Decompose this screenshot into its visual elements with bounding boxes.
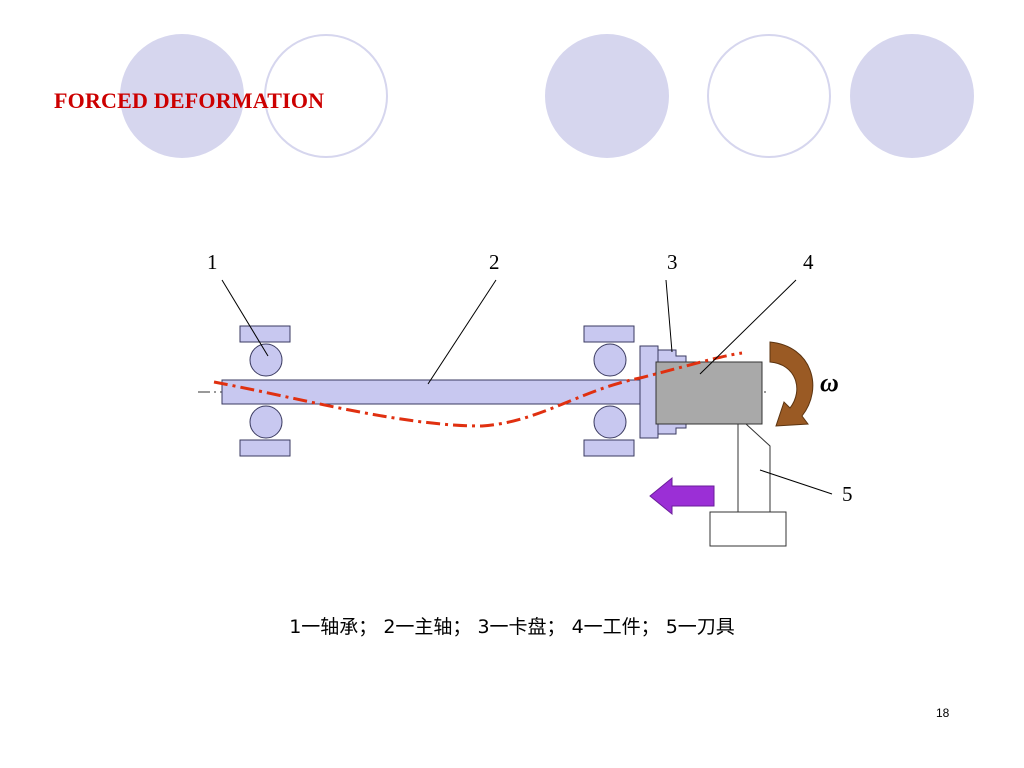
right-bearing — [583, 325, 635, 457]
decorative-circle-4 — [707, 34, 831, 158]
decorative-circle-1 — [120, 34, 244, 158]
label-5-tool: 5 — [842, 482, 853, 506]
page-number: 18 — [936, 706, 950, 720]
decorative-circle-2 — [264, 34, 388, 158]
leader-line-1 — [221, 279, 269, 357]
diagram-caption: 1一轴承； 2一主轴； 3一卡盘； 4一工件； 5一刀具 — [289, 616, 735, 638]
label-1-bearing: 1 — [207, 250, 218, 274]
leader-line-5 — [759, 469, 833, 495]
leader-line-3 — [665, 279, 673, 353]
slide-title: FORCED DEFORMATION — [54, 88, 325, 113]
decorative-circle-3 — [545, 34, 669, 158]
deflection-curve — [213, 351, 743, 428]
feed-direction-arrow-icon — [649, 476, 715, 516]
leader-line-4 — [699, 279, 797, 375]
rotation-symbol-omega: ω — [820, 368, 839, 397]
label-2-spindle: 2 — [489, 250, 500, 274]
label-4-workpiece: 4 — [803, 250, 814, 274]
workpiece — [655, 361, 763, 425]
decorative-circle-5 — [850, 34, 974, 158]
cutting-tool — [709, 423, 787, 547]
rotation-arrow-icon — [769, 341, 814, 427]
label-3-chuck: 3 — [667, 250, 678, 274]
spindle-shaft — [221, 379, 643, 405]
leader-line-2 — [427, 279, 497, 385]
